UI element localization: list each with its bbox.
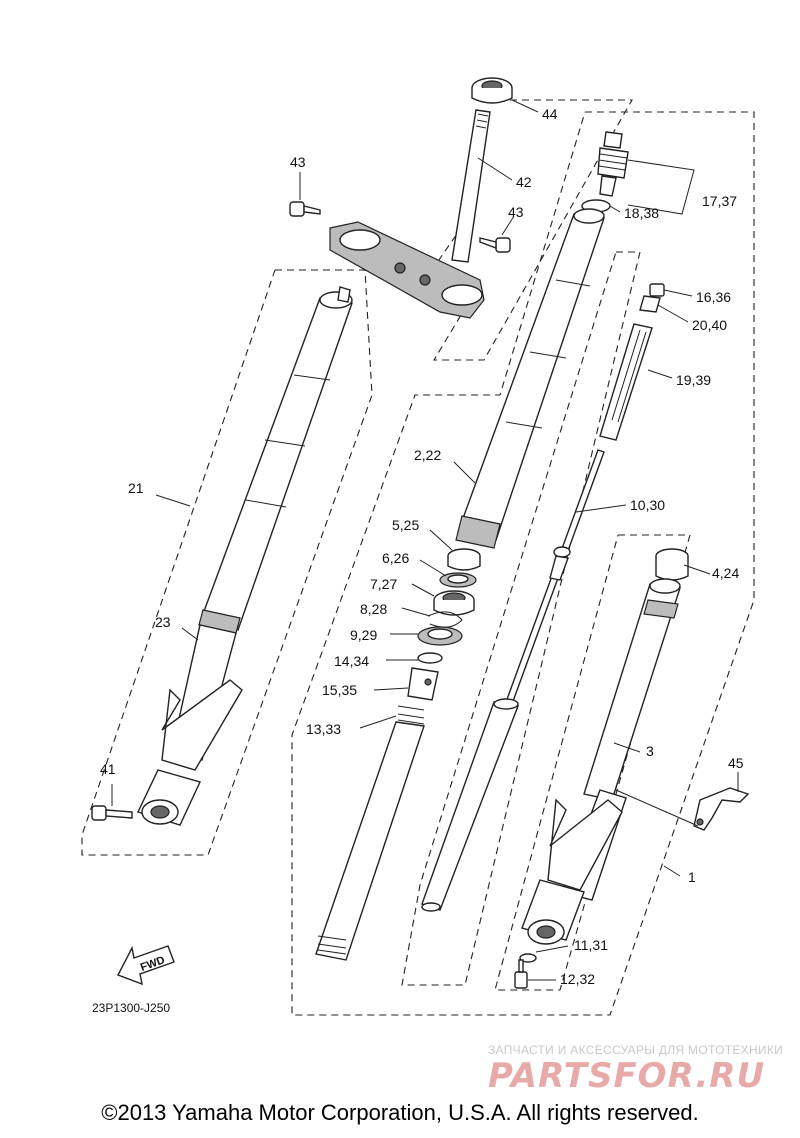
part-42-steering-stem xyxy=(451,109,491,263)
callout-12-32: 12,32 xyxy=(560,971,595,987)
callout-3: 3 xyxy=(646,743,654,759)
callout-5-25: 5,25 xyxy=(392,517,419,533)
part-16-nut xyxy=(649,283,665,297)
copyright-notice: ©2013 Yamaha Motor Corporation, U.S.A. A… xyxy=(101,1100,699,1125)
leader-lines xyxy=(111,99,739,981)
callout-18-38: 18,38 xyxy=(624,205,659,221)
part-20-collar xyxy=(639,295,661,313)
callout-13-33: 13,33 xyxy=(306,721,341,737)
callout-17-37: 17,37 xyxy=(702,193,737,209)
part-1-lower-leg xyxy=(521,789,627,945)
callout-4-24: 4,24 xyxy=(712,565,739,581)
callout-15-35: 15,35 xyxy=(322,682,357,698)
callout-7-27: 7,27 xyxy=(370,576,397,592)
frame-inner-damper xyxy=(401,251,641,986)
callout-21: 21 xyxy=(128,480,144,496)
frame-inner-tube xyxy=(494,534,691,991)
callout-41: 41 xyxy=(100,761,116,777)
callout-42: 42 xyxy=(516,174,532,190)
part-43-bolt-left xyxy=(289,201,321,217)
callout-9-29: 9,29 xyxy=(350,627,377,643)
callout-45: 45 xyxy=(728,755,744,771)
part-11-washer xyxy=(519,953,537,963)
part-6-washer xyxy=(439,572,477,588)
callout-20-40: 20,40 xyxy=(692,317,727,333)
callout-11-31: 11,31 xyxy=(574,937,608,953)
callout-1: 1 xyxy=(688,869,696,885)
part-9-dust-seal xyxy=(417,626,463,646)
part-5-bushing xyxy=(447,548,481,571)
part-12-bolt xyxy=(514,959,528,989)
part-7-oil-seal xyxy=(433,590,475,616)
part-19-spacer xyxy=(599,323,653,441)
callout-16-36: 16,36 xyxy=(696,289,731,305)
part-2-outer-tube xyxy=(455,208,605,549)
callout-19-39: 19,39 xyxy=(676,372,711,388)
watermark-logo: PARTSFOR.RU xyxy=(488,1056,766,1096)
part-13-spring xyxy=(315,705,425,961)
callout-43-left: 43 xyxy=(290,154,306,170)
part-43-bolt-right xyxy=(479,237,511,253)
callout-14-34: 14,34 xyxy=(334,653,369,669)
callout-43-right: 43 xyxy=(508,204,524,220)
watermark-tagline: ЗАПЧАСТИ И АКСЕССУАРЫ ДЛЯ МОТОТЕХНИКИ xyxy=(488,1043,784,1057)
part-44-seal xyxy=(471,77,513,104)
part-41-bolt xyxy=(91,805,133,821)
part-21-left-fork xyxy=(137,286,353,826)
part-4-bushing xyxy=(655,548,689,581)
callout-44: 44 xyxy=(542,106,558,122)
part-10-damper-rod xyxy=(421,449,605,912)
part-lower-bracket xyxy=(329,221,485,319)
callout-8-28: 8,28 xyxy=(360,601,387,617)
part-45-bracket xyxy=(693,787,750,831)
part-15-collar xyxy=(407,667,439,701)
part-3-inner-tube xyxy=(583,578,681,801)
callout-6-26: 6,26 xyxy=(382,550,409,566)
callout-2-22: 2,22 xyxy=(414,447,441,463)
callout-10-30: 10,30 xyxy=(630,497,665,513)
forward-arrow-icon: FWD xyxy=(117,945,175,986)
frame-right-assembly xyxy=(291,111,755,1016)
part-14-washer xyxy=(417,652,443,664)
diagram-code: 23P1300-J250 xyxy=(92,1001,170,1015)
part-17-cap-bolt xyxy=(597,131,629,197)
callout-23: 23 xyxy=(155,614,171,630)
